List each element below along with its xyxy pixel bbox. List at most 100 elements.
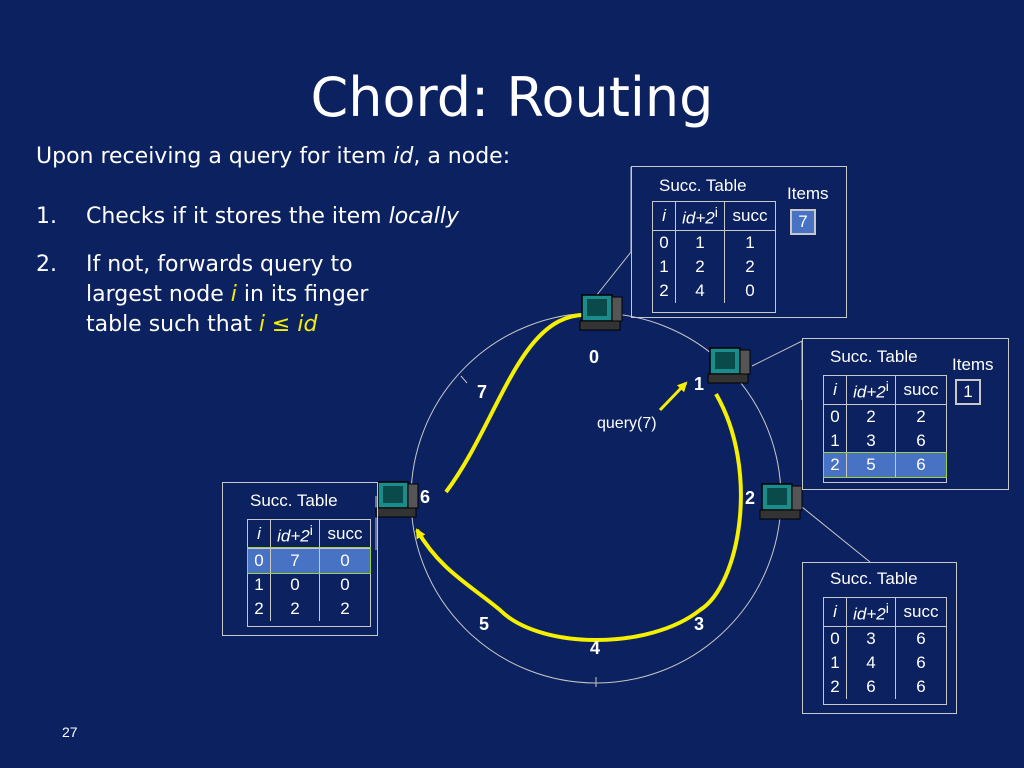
col-id-sup: i bbox=[714, 205, 718, 221]
cell: 3 bbox=[846, 428, 896, 453]
succ-table-title: Succ. Table bbox=[830, 347, 918, 366]
item-7: 7 bbox=[790, 209, 816, 235]
route-arrow-1 bbox=[415, 392, 743, 642]
cell: 0 bbox=[319, 548, 370, 573]
cell: 6 bbox=[895, 452, 946, 477]
col-id: id+2 bbox=[853, 382, 886, 402]
cell: 0 bbox=[319, 572, 370, 597]
intro-post: , a node: bbox=[413, 144, 511, 169]
cell: 1 bbox=[830, 430, 840, 450]
computer-icon[interactable] bbox=[706, 346, 752, 386]
step-2-line-3-pre: table such that bbox=[86, 312, 259, 337]
cell: 2 bbox=[846, 404, 896, 429]
cell: 6 bbox=[846, 674, 896, 699]
cell: 7 bbox=[270, 548, 320, 573]
cell: 6 bbox=[895, 674, 946, 699]
col-id-sup: i bbox=[885, 379, 889, 395]
callout-node0 bbox=[595, 167, 632, 297]
bullet-list: Upon receiving a query for item id, a no… bbox=[36, 142, 510, 358]
col-succ: succ bbox=[724, 202, 775, 231]
computer-icon[interactable] bbox=[374, 480, 420, 520]
step-2: 2. If not, forwards query to largest nod… bbox=[36, 250, 510, 340]
cell: 0 bbox=[724, 278, 775, 303]
cell: 1 bbox=[724, 230, 775, 255]
cell: 2 bbox=[675, 254, 725, 279]
cell: 0 bbox=[830, 406, 840, 426]
intro-em: id bbox=[393, 144, 414, 169]
cell: 2 bbox=[319, 596, 370, 621]
col-id: id+2 bbox=[682, 208, 715, 228]
cell: 1 bbox=[675, 230, 725, 255]
cell: 6 bbox=[895, 626, 946, 651]
route-arrow-2 bbox=[444, 309, 592, 494]
ring-label-1: 1 bbox=[694, 374, 705, 394]
ring-tick-7 bbox=[460, 375, 468, 384]
cell: 4 bbox=[675, 278, 725, 303]
cell: 6 bbox=[895, 650, 946, 675]
step-2-line-3: table such that i ≤ id bbox=[86, 310, 510, 340]
cell: 2 bbox=[270, 596, 320, 621]
callout-node1 bbox=[751, 340, 803, 400]
ring-label-7: 7 bbox=[477, 382, 488, 402]
query-label: query(7) bbox=[597, 415, 657, 432]
cell: 2 bbox=[895, 404, 946, 429]
cell: 1 bbox=[659, 256, 669, 276]
step-1-number: 1. bbox=[36, 204, 57, 229]
cell: 1 bbox=[830, 652, 840, 672]
col-id-sup: i bbox=[309, 523, 313, 539]
cell: 2 bbox=[659, 280, 669, 300]
col-succ: succ bbox=[319, 520, 370, 549]
cell: 2 bbox=[830, 676, 840, 696]
intro-pre: Upon receiving a query for item bbox=[36, 144, 394, 169]
col-i: i bbox=[833, 379, 837, 399]
computer-icon[interactable] bbox=[758, 482, 804, 522]
computer-icon[interactable] bbox=[578, 293, 624, 333]
step-2-line-2-post: in its finger bbox=[236, 282, 369, 307]
col-i: i bbox=[833, 601, 837, 621]
succ-table-title: Succ. Table bbox=[830, 569, 918, 588]
col-succ: succ bbox=[895, 376, 946, 405]
step-1: 1. Checks if it stores the item locally bbox=[36, 202, 510, 232]
cell: 0 bbox=[270, 572, 320, 597]
col-id: id+2 bbox=[853, 604, 886, 624]
col-id-sup: i bbox=[885, 601, 889, 617]
col-i: i bbox=[662, 205, 666, 225]
col-succ: succ bbox=[895, 598, 946, 627]
items-label: Items bbox=[787, 184, 829, 203]
cell: 2 bbox=[824, 452, 847, 477]
step-1-text: Checks if it stores the item bbox=[86, 204, 389, 229]
cell: 3 bbox=[846, 626, 896, 651]
ring-label-0: 0 bbox=[589, 347, 600, 367]
cell: 4 bbox=[846, 650, 896, 675]
col-i: i bbox=[257, 523, 261, 543]
succ-table-title: Succ. Table bbox=[250, 491, 338, 510]
cell: 6 bbox=[895, 428, 946, 453]
step-2-line-3-em: i ≤ id bbox=[258, 312, 318, 337]
cell: 2 bbox=[724, 254, 775, 279]
cell: 2 bbox=[254, 598, 264, 618]
ring-label-3: 3 bbox=[694, 614, 705, 634]
succ-table-title: Succ. Table bbox=[659, 176, 747, 195]
step-1-em: locally bbox=[388, 204, 460, 229]
cell: 5 bbox=[846, 452, 896, 477]
cell: 1 bbox=[254, 574, 264, 594]
step-2-line-2-em: i bbox=[230, 282, 237, 307]
query-arrow bbox=[658, 381, 688, 412]
cell: 0 bbox=[248, 548, 271, 573]
cell: 0 bbox=[659, 232, 669, 252]
step-2-line-2: largest node i in its finger bbox=[86, 280, 510, 310]
step-2-number: 2. bbox=[36, 252, 57, 277]
item-1: 1 bbox=[955, 379, 981, 405]
items-label: Items bbox=[952, 355, 994, 374]
page-number: 27 bbox=[62, 724, 78, 740]
